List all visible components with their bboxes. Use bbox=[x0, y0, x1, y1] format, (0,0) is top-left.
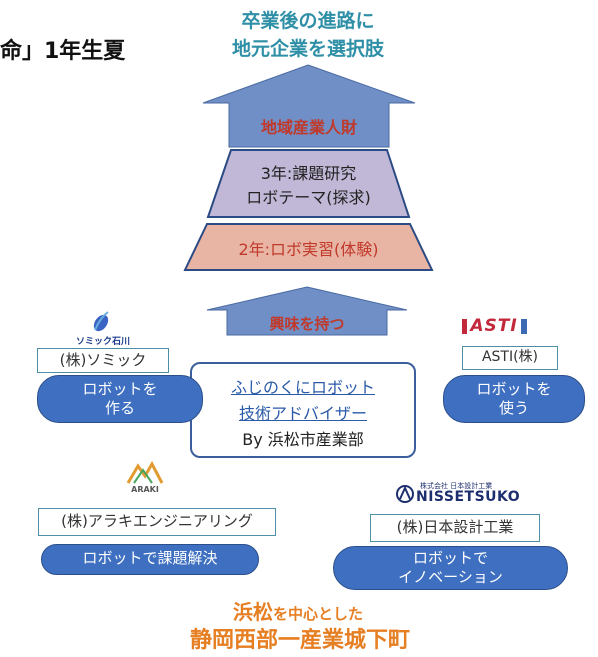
tier3-shape bbox=[206, 149, 411, 218]
top-arrow-shape bbox=[202, 64, 416, 148]
asti-action-line-2: 使う bbox=[498, 399, 529, 417]
araki-name-box: (株)アラキエンジニアリング bbox=[38, 508, 276, 536]
footer-city: 浜松 bbox=[232, 600, 273, 624]
somic-name-box: (株)ソミック bbox=[37, 348, 169, 373]
nissetsuko-logo-small: 株式会社 日本設計工業 bbox=[420, 482, 493, 490]
somic-logo-icon bbox=[93, 311, 109, 332]
goal-line-1: 卒業後の進路に bbox=[241, 10, 375, 32]
interest-arrow-shape bbox=[206, 286, 408, 336]
footer-line-1: 浜松を中心とした bbox=[188, 596, 408, 625]
top-arrow-label: 地域産業人財 bbox=[260, 118, 357, 137]
asti-logo-icon bbox=[462, 319, 527, 334]
header-left-fragment: 命」1年生夏 bbox=[0, 39, 126, 64]
tier2-label: 2年:ロボ実習(体験) bbox=[238, 240, 379, 259]
nissetsuko-name-box: (株)日本設計工業 bbox=[370, 514, 540, 542]
somic-action-line-2: 作る bbox=[104, 399, 135, 417]
asti-action-pill: ロボットを 使う bbox=[443, 375, 585, 423]
somic-logo-text: ソミック石川 bbox=[75, 337, 130, 347]
tier2-shape bbox=[183, 223, 434, 271]
somic-action-pill: ロボットを 作る bbox=[37, 375, 203, 423]
advisor-box: ふじのくにロボット 技術アドバイザー By 浜松市産業部 bbox=[190, 362, 416, 458]
advisor-line-3: By 浜松市産業部 bbox=[242, 430, 364, 449]
araki-logo-icon bbox=[126, 460, 164, 484]
araki-action-pill: ロボットで課題解決 bbox=[41, 544, 259, 575]
advisor-line-2[interactable]: 技術アドバイザー bbox=[238, 404, 367, 423]
footer-line-2: 静岡西部一産業城下町 bbox=[189, 628, 410, 653]
nissetsuko-action-line-1: ロボットで bbox=[412, 549, 488, 567]
somic-action-line-1: ロボットを bbox=[82, 380, 158, 398]
footer-suffix: を中心とした bbox=[272, 605, 363, 623]
nissetsuko-action-line-2: イノベーション bbox=[398, 568, 503, 586]
nissetsuko-logo-icon bbox=[396, 485, 414, 503]
asti-name-box: ASTI(株) bbox=[462, 346, 558, 370]
interest-arrow-label: 興味を持つ bbox=[269, 315, 345, 333]
tier3-line-1: 3年:課題研究 bbox=[260, 164, 357, 183]
nissetsuko-action-pill: ロボットで イノベーション bbox=[333, 546, 568, 590]
advisor-line-1[interactable]: ふじのくにロボット bbox=[230, 378, 375, 397]
goal-line-2: 地元企業を選択肢 bbox=[231, 38, 384, 60]
asti-logo-text: ASTI bbox=[470, 316, 518, 336]
nissetsuko-logo-text: NISSETSUKO bbox=[416, 489, 521, 505]
araki-logo-text: ARAKI bbox=[131, 485, 159, 494]
tier3-line-2: ロボテーマ(探求) bbox=[246, 188, 371, 207]
asti-action-line-1: ロボットを bbox=[476, 380, 552, 398]
